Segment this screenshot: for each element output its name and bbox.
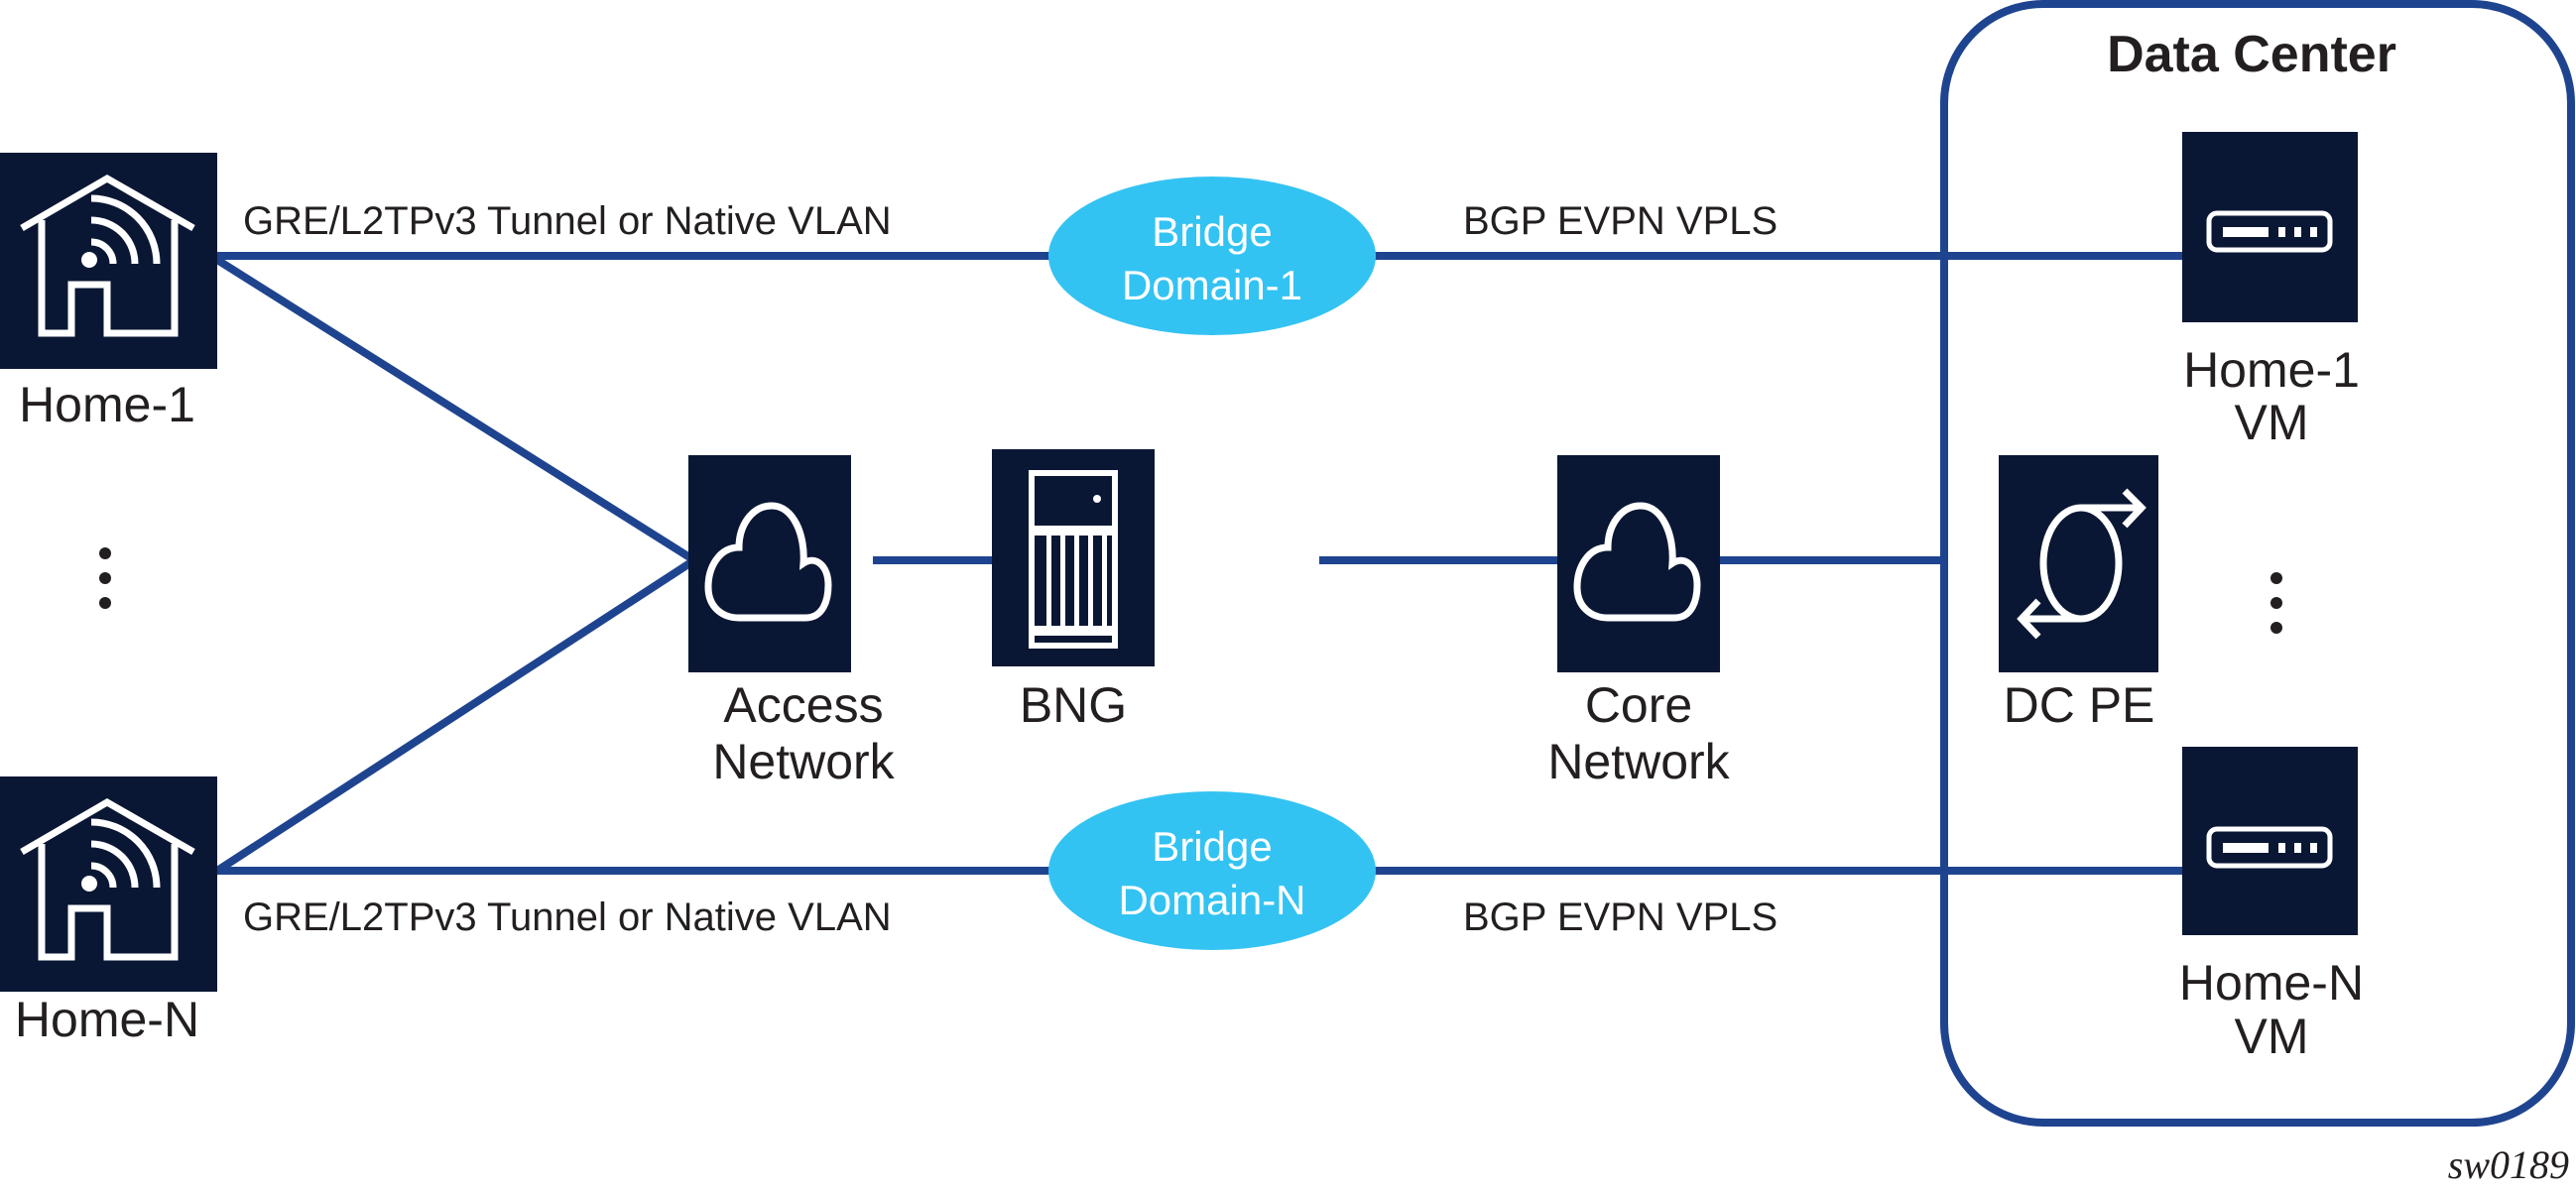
server-rack-icon	[1029, 470, 1118, 649]
figure-id: sw0189	[2448, 1142, 2569, 1187]
ellipsis-right	[2270, 572, 2282, 634]
access-network-label-line2: Network	[712, 734, 895, 789]
link-label-top-right: BGP EVPN VPLS	[1463, 199, 1778, 243]
link-homeN-access	[214, 556, 697, 875]
home-wifi-icon	[20, 797, 195, 961]
node-bng: BNG	[992, 449, 1155, 733]
bridge-domain-n-line1: Bridge	[1152, 823, 1272, 870]
vm-device-icon	[2206, 210, 2333, 253]
vm-device-icon	[2206, 826, 2333, 869]
home-n-label: Home-N	[15, 992, 199, 1047]
home-n-vm-label-line2: VM	[2235, 1009, 2309, 1064]
bridge-domain-n: Bridge Domain-N	[1048, 791, 1376, 950]
link-label-bottom-right: BGP EVPN VPLS	[1463, 895, 1778, 939]
core-network-label-line1: Core	[1585, 677, 1692, 733]
ellipsis-left	[99, 547, 111, 609]
cloud-icon	[1573, 502, 1701, 622]
router-arrows-icon	[2017, 488, 2147, 640]
home-1-vm-label-line1: Home-1	[2183, 342, 2360, 398]
links	[214, 252, 2182, 875]
node-core-network: Core Network	[1547, 455, 1731, 789]
data-center-title: Data Center	[2107, 26, 2396, 83]
dc-pe-box	[1999, 455, 2158, 672]
bng-label: BNG	[1020, 677, 1127, 733]
bridge-domain-1-line2: Domain-1	[1122, 262, 1302, 308]
home-wifi-icon	[20, 174, 195, 337]
node-home-1-vm: Home-1 VM	[2182, 132, 2360, 450]
home-n-vm-label-line1: Home-N	[2179, 955, 2364, 1011]
node-home-n: Home-N	[0, 776, 217, 1047]
bridge-domain-n-shape	[1048, 791, 1376, 950]
access-network-label-line1: Access	[723, 677, 883, 733]
bridge-domain-1-shape	[1048, 177, 1376, 335]
link-label-bottom-left: GRE/L2TPv3 Tunnel or Native VLAN	[243, 895, 892, 939]
bridge-domain-1-line1: Bridge	[1152, 208, 1272, 255]
node-access-network: Access Network	[688, 455, 896, 789]
node-home-1: Home-1	[0, 153, 217, 432]
home-1-vm-label-line2: VM	[2235, 395, 2309, 450]
dc-pe-label: DC PE	[2004, 677, 2155, 733]
node-home-n-vm: Home-N VM	[2179, 747, 2364, 1064]
bridge-domain-n-line2: Domain-N	[1118, 877, 1305, 923]
home-1-label: Home-1	[19, 377, 195, 432]
cloud-icon	[704, 502, 832, 622]
core-network-label-line2: Network	[1547, 734, 1730, 789]
link-home1-access	[214, 256, 697, 564]
bridge-domain-1: Bridge Domain-1	[1048, 177, 1376, 335]
link-label-top-left: GRE/L2TPv3 Tunnel or Native VLAN	[243, 199, 892, 243]
node-dc-pe: DC PE	[1999, 455, 2158, 733]
